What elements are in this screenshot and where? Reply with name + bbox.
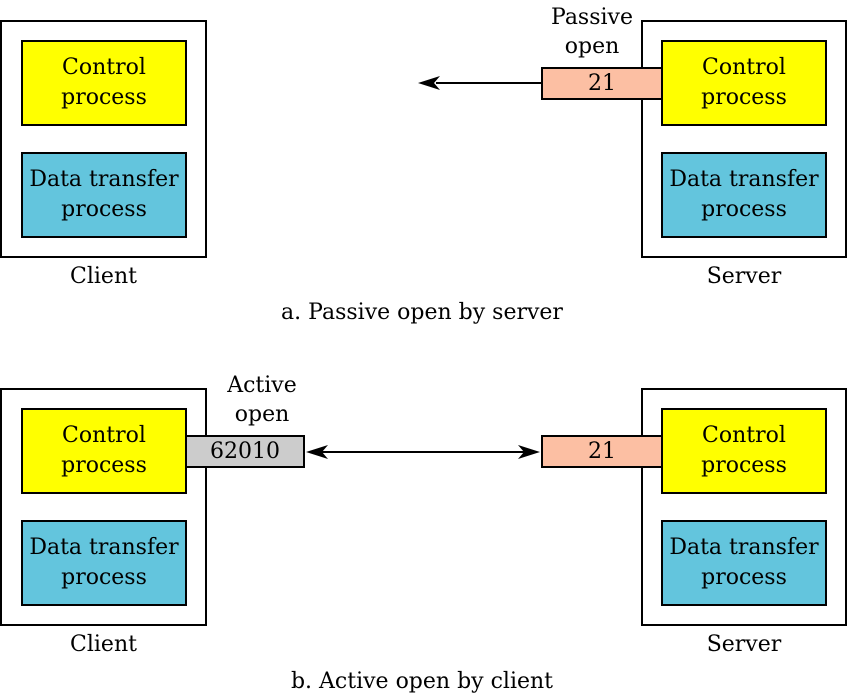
data-transfer-line2: process (701, 565, 787, 590)
panel-b-client-label: Client (70, 632, 137, 657)
panel-b-client-control-process: Control process (21, 408, 187, 494)
panel-a-server-control-process: Control process (661, 40, 827, 126)
control-process-line2: process (701, 453, 787, 478)
panel-a-client-data-transfer-process: Data transfer process (21, 152, 187, 238)
control-process-line2: process (701, 85, 787, 110)
panel-a-server-label: Server (706, 264, 782, 289)
control-process-line2: process (61, 85, 147, 110)
control-process-line1: Control (702, 423, 786, 448)
data-transfer-line1: Data transfer (669, 535, 819, 560)
panel-b-server-control-process: Control process (661, 408, 827, 494)
panel-b-open-label: Active open (202, 371, 322, 429)
panel-a-passive-arrow (418, 76, 541, 90)
control-process-line1: Control (62, 423, 146, 448)
open-label-line2: open (234, 402, 290, 427)
panel-b-client-data-transfer-process: Data transfer process (21, 520, 187, 606)
data-transfer-line1: Data transfer (29, 167, 179, 192)
data-transfer-line2: process (61, 197, 147, 222)
panel-a-client-label: Client (70, 264, 137, 289)
data-transfer-line1: Data transfer (669, 167, 819, 192)
panel-b-connection-arrow (306, 445, 540, 459)
control-process-line1: Control (62, 55, 146, 80)
open-label-line1: Passive (551, 5, 633, 30)
open-label-line2: open (564, 34, 620, 59)
data-transfer-line2: process (701, 197, 787, 222)
panel-a-open-label: Passive open (532, 3, 652, 61)
data-transfer-line1: Data transfer (29, 535, 179, 560)
control-process-line2: process (61, 453, 147, 478)
panel-a-server-port: 21 (541, 67, 663, 100)
data-transfer-line2: process (61, 565, 147, 590)
panel-b-server-port: 21 (541, 435, 663, 468)
panel-a-client-control-process: Control process (21, 40, 187, 126)
panel-b-client-port: 62010 (185, 435, 305, 468)
panel-b-caption: b. Active open by client (290, 669, 554, 694)
panel-b-server-label: Server (706, 632, 782, 657)
panel-b-server-data-transfer-process: Data transfer process (661, 520, 827, 606)
control-process-line1: Control (702, 55, 786, 80)
panel-a-server-data-transfer-process: Data transfer process (661, 152, 827, 238)
panel-a-caption: a. Passive open by server (281, 300, 563, 325)
open-label-line1: Active (227, 373, 297, 398)
